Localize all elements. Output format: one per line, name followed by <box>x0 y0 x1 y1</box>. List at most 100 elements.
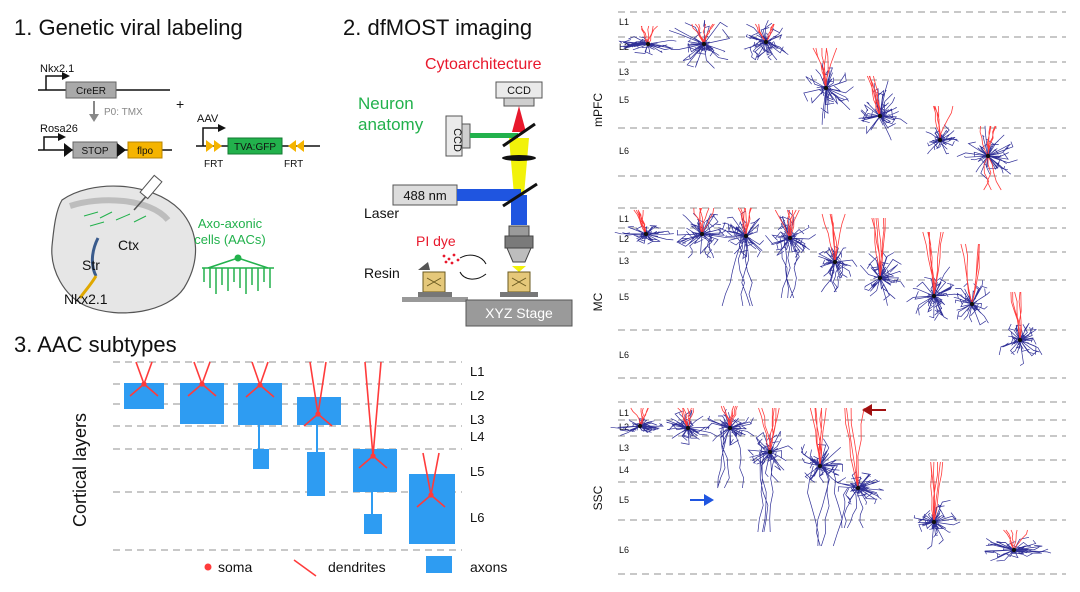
neuron-morphology <box>984 529 1052 562</box>
frt-triangle-left-icon <box>64 143 73 157</box>
soma-dot <box>727 425 733 431</box>
resin-sample-left <box>402 262 468 302</box>
promoter-arrow-icon <box>45 75 62 90</box>
panel-3-subtype-cells <box>124 361 455 544</box>
nkx-gene-label: Nkx2.1 <box>40 63 74 75</box>
neuron-morphology <box>836 407 884 529</box>
dendrite-basal-left <box>129 383 145 397</box>
legend-dendrites-icon <box>293 559 317 577</box>
region-2-layer-l3: L3 <box>619 256 629 266</box>
neuron-morphology <box>953 243 991 326</box>
promoter-arrowhead-icon <box>62 72 70 80</box>
neuron-morphology <box>666 407 717 445</box>
dendrite-tree <box>922 231 944 297</box>
region-label-mpfc: mPFC <box>591 93 605 127</box>
neuron-morphology <box>743 20 789 61</box>
dendrite-tree <box>677 407 694 429</box>
axon-arbor <box>718 210 764 307</box>
dendrite-tree <box>1003 529 1028 551</box>
tva-gfp-label: TVA:GFP <box>234 142 276 153</box>
neuron-morphology <box>925 105 959 155</box>
axon-arbor <box>800 438 843 547</box>
frt-label-right: FRT <box>284 159 303 170</box>
soma-dot <box>199 381 205 387</box>
axon-box <box>238 383 282 425</box>
cortical-layers-ylabel: Cortical layers <box>70 413 90 527</box>
ccd-side-label: CCD <box>451 128 463 152</box>
axon-arbor <box>860 250 905 306</box>
dendrite-tree <box>758 407 780 453</box>
legend-soma-label: soma <box>218 559 252 575</box>
dendrite-tree <box>930 461 944 523</box>
dendrite-right <box>317 361 327 415</box>
lens-1 <box>502 155 536 161</box>
soma-dot <box>823 85 829 91</box>
aac-subtype-2 <box>180 361 224 424</box>
axon-box <box>364 514 382 534</box>
soma-dot <box>141 381 147 387</box>
layer-label-l4: L4 <box>470 429 484 444</box>
axon-arbor <box>610 417 664 436</box>
dendrite-tree <box>821 213 846 263</box>
right-neuron-morphologies <box>610 19 1052 562</box>
dendrite-tree <box>809 407 827 467</box>
dendrite-left <box>309 361 319 415</box>
soma-dot <box>817 463 823 469</box>
neuron-morphology <box>747 407 794 533</box>
soma-dot <box>832 259 838 265</box>
soma-dot <box>685 425 691 431</box>
dendrite-basal-left <box>303 413 319 427</box>
panel-3-title: 3. AAC subtypes <box>14 332 177 357</box>
dendrite-basal-left <box>416 494 432 508</box>
blue-arrow-icon <box>704 494 714 506</box>
dendrite-right <box>372 361 382 457</box>
axon-arbor <box>984 536 1052 562</box>
panel-1-genetic-labeling: 1. Genetic viral labeling Nkx2.1 CreER P… <box>14 15 320 314</box>
soma-dot <box>699 231 705 237</box>
soma-dot <box>931 519 937 525</box>
soma-dot <box>969 301 975 307</box>
aac-subtype-6 <box>409 452 455 544</box>
chandelier-cell-icon <box>202 257 274 294</box>
flpo-label: flpo <box>137 146 154 157</box>
neuron-morphology <box>906 231 963 321</box>
region-1-layer-l3: L3 <box>619 67 629 77</box>
aac-label-line2: cells (AACs) <box>194 232 266 247</box>
soma-dot <box>257 382 263 388</box>
axon-box <box>180 383 224 424</box>
red-beam <box>512 106 526 132</box>
tmx-arrowhead-icon <box>89 114 99 122</box>
region-2-layer-l2: L2 <box>619 234 629 244</box>
flpo-box <box>127 141 163 159</box>
red-arrow-icon <box>862 404 872 416</box>
panel-3-layer-lines <box>113 361 462 551</box>
soma-dot <box>1017 337 1023 343</box>
aav-label: AAV <box>197 113 219 125</box>
laser-label: Laser <box>364 205 399 221</box>
layer-label-l2: L2 <box>470 388 484 403</box>
neuron-label-1: Neuron <box>358 94 414 113</box>
axon-box <box>253 449 269 469</box>
dendrite-left <box>251 361 261 386</box>
region-2-layer-l6: L6 <box>619 350 629 360</box>
cycle-arrow-bottom <box>459 271 487 280</box>
soma-dot <box>1011 547 1017 553</box>
axon-arbor <box>818 246 858 293</box>
pi-dye-dots <box>442 253 460 265</box>
frt-label-left: FRT <box>204 159 223 170</box>
soma-dot <box>370 453 376 459</box>
axon-arbor <box>836 471 884 529</box>
soma-dot <box>743 233 749 239</box>
region-label-ssc: SSC <box>591 485 605 510</box>
region-3-layer-l5: L5 <box>619 495 629 505</box>
dendrite-basal-left <box>245 384 261 398</box>
xyz-stage-box <box>465 299 573 327</box>
dendrite-basal-left <box>187 383 203 397</box>
neuron-morphology <box>858 75 908 141</box>
neuron-morphology <box>676 207 736 259</box>
neuron-morphology <box>956 125 1018 191</box>
aac-subtype-3 <box>238 361 282 469</box>
layer-label-l5: L5 <box>470 464 484 479</box>
